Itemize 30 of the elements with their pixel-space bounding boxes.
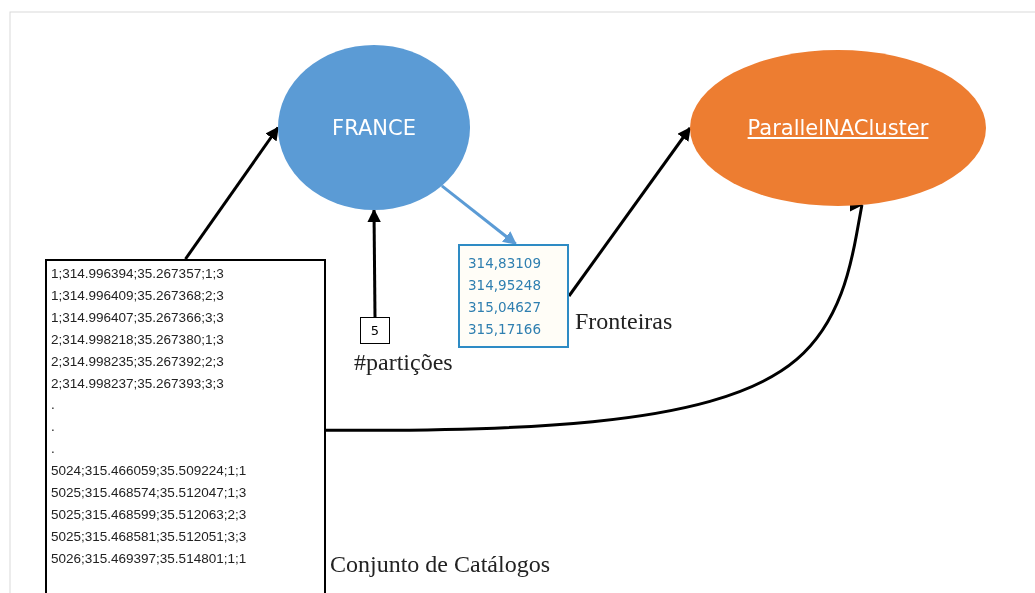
data-row-text: 5026;315.469397;35.514801;1;1 <box>51 549 248 568</box>
caption-text: Fronteiras <box>575 308 673 335</box>
value-box <box>360 317 390 344</box>
data-row-text: 5025;315.468581;35.512051;3;3 <box>51 527 248 546</box>
arrow <box>184 126 280 260</box>
caption-text: #partições <box>354 349 453 376</box>
arrow <box>440 184 517 246</box>
data-row-text: 5024;315.466059;35.509224;1;1 <box>51 462 248 481</box>
value-text: 315,04627 <box>468 298 542 317</box>
data-row-text: 2;314.998218;35.267380;1;3 <box>51 330 225 349</box>
arrow <box>367 208 381 317</box>
data-row-text: 2;314.998237;35.267393;3;3 <box>51 374 225 393</box>
values-box <box>458 244 569 348</box>
data-row-text: . <box>51 396 56 415</box>
data-row-text: . <box>51 440 56 459</box>
node-label: FRANCE <box>332 115 416 140</box>
data-table-box <box>45 259 326 593</box>
data-row-text: 1;314.996409;35.267368;2;3 <box>51 286 225 305</box>
data-row-text: 5025;315.468599;35.512063;2;3 <box>51 505 248 524</box>
value-text: 314,83109 <box>468 254 542 273</box>
data-row-text: 2;314.998235;35.267392;2;3 <box>51 352 225 371</box>
value-text: 314,95248 <box>468 276 542 295</box>
node-label: ParallelNACluster <box>747 116 929 140</box>
caption-text: Conjunto de Catálogos <box>330 551 550 578</box>
data-row-text: 1;314.996394;35.267357;1;3 <box>51 265 225 283</box>
data-row-text: 5025;315.468574;35.512047;1;3 <box>51 484 248 503</box>
data-row-text: . <box>51 418 56 437</box>
data-row-text: 1;314.996407;35.267366;3;3 <box>51 308 225 327</box>
node-label: 5 <box>370 323 380 338</box>
value-text: 315,17166 <box>468 320 542 339</box>
